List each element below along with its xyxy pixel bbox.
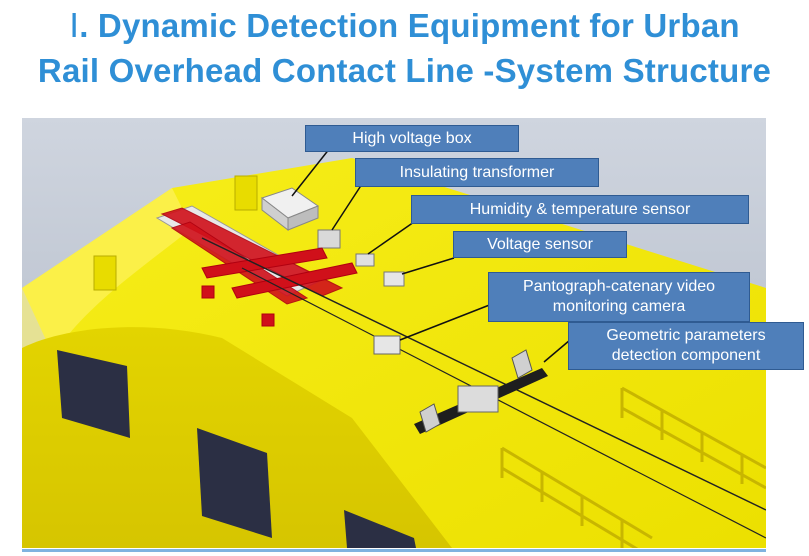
- callout-humidity-temperature-sensor: Humidity & temperature sensor: [411, 195, 749, 224]
- humidity-sensor-shape: [355, 253, 375, 267]
- bottom-divider: [22, 549, 766, 552]
- geometric-detection-component-shape: [414, 349, 548, 434]
- callout-label: Insulating transformer: [399, 164, 555, 181]
- video-camera-shape: [373, 335, 401, 355]
- leader-lines: [291, 147, 571, 363]
- roof-railing: [500, 386, 766, 548]
- window: [344, 510, 416, 548]
- callout-voltage-sensor: Voltage sensor: [453, 231, 627, 258]
- title-line1: . Dynamic Detection Equipment for Urban: [79, 7, 740, 44]
- callout-label: Geometric parameters: [606, 327, 766, 344]
- callout-label: High voltage box: [352, 130, 472, 147]
- callout-label: Voltage sensor: [487, 236, 593, 253]
- body-side: [22, 327, 452, 548]
- roof-block: [93, 255, 117, 291]
- callout-label: Pantograph-catenary video: [522, 278, 716, 295]
- contact-wire: [241, 267, 766, 539]
- callout-high-voltage-box: High voltage box: [305, 125, 519, 152]
- callout-video-monitoring-camera: Pantograph-catenary video monitoring cam…: [488, 272, 750, 322]
- callout-label: detection component: [611, 347, 761, 364]
- callout-label: Humidity & temperature sensor: [469, 201, 691, 218]
- insulating-transformer-shape: [317, 229, 341, 249]
- page-title: Ⅰ. Dynamic Detection Equipment for Urban…: [0, 4, 809, 93]
- callout-label: monitoring camera: [552, 298, 686, 315]
- window: [197, 428, 272, 538]
- voltage-sensor-shape: [383, 271, 405, 287]
- callout-insulating-transformer: Insulating transformer: [355, 158, 599, 187]
- contact-wire: [201, 237, 766, 511]
- title-roman-numeral: Ⅰ: [69, 9, 80, 45]
- title-line2: Rail Overhead Contact Line -System Struc…: [37, 52, 772, 89]
- callout-geometric-parameters-component: Geometric parameters detection component: [568, 322, 804, 370]
- roof-block: [234, 175, 258, 211]
- window: [57, 350, 130, 438]
